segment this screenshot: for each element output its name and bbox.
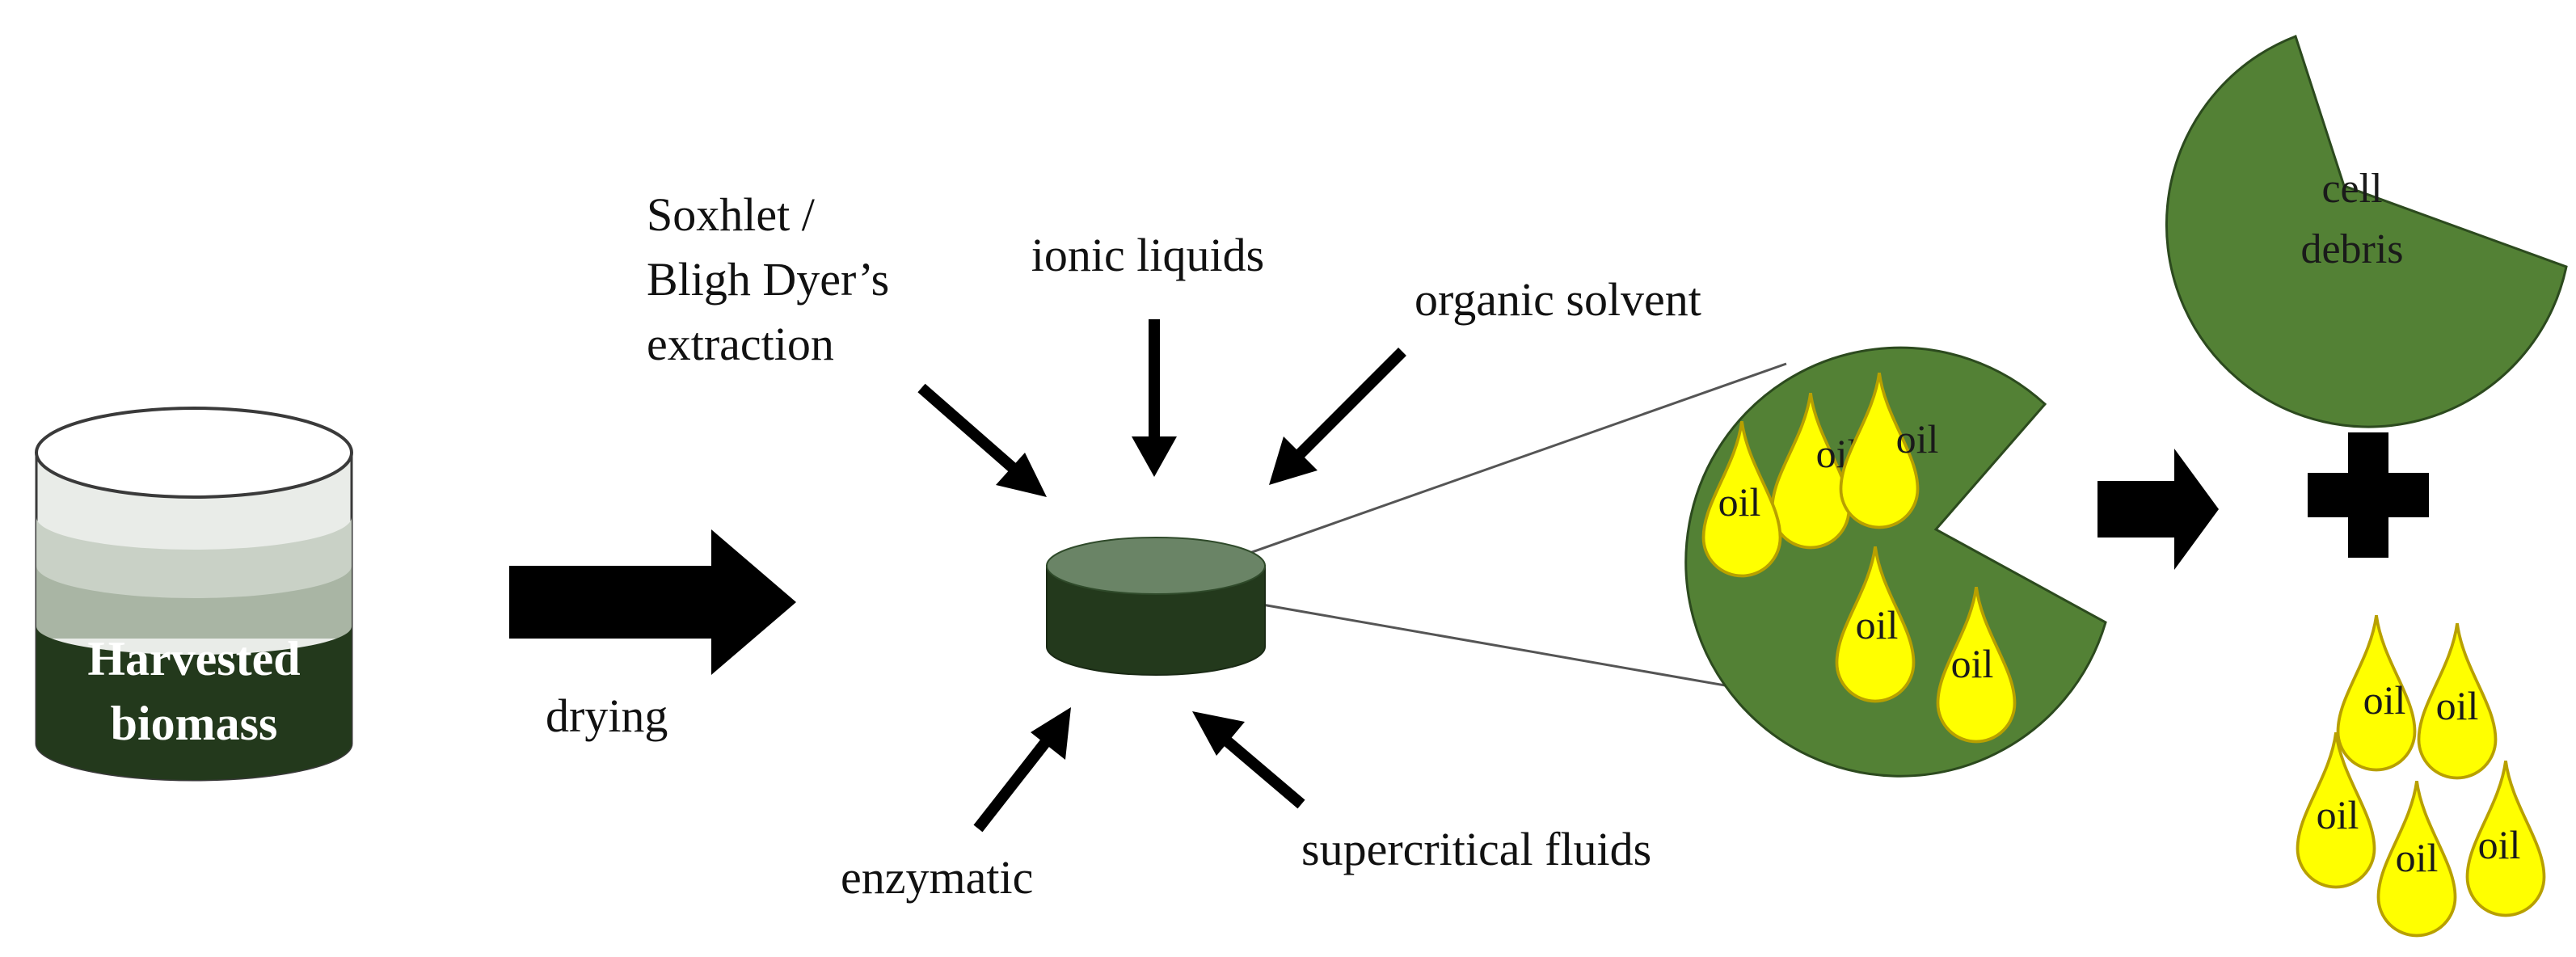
method-enzymatic-label: enzymatic (841, 851, 1033, 904)
plus-icon (2308, 432, 2429, 558)
arrow-enzymatic-icon (973, 707, 1071, 833)
result-arrow-icon (2097, 449, 2219, 570)
svg-text:oil: oil (2363, 677, 2406, 723)
drying-label: drying (546, 689, 668, 742)
svg-text:oil: oil (2396, 835, 2439, 880)
beaker-icon: Harvested biomass (35, 407, 353, 782)
svg-text:oil: oil (2436, 683, 2479, 728)
beaker-label-line2: biomass (111, 697, 278, 750)
cell-debris-icon: cell debris (2165, 35, 2568, 428)
oil-droplet-icon: oil (1839, 371, 1939, 529)
oil-droplet-icon: oil (2465, 759, 2546, 917)
oil-droplet-icon: oil (2296, 731, 2376, 889)
oil-droplet-icon: oil (2376, 779, 2457, 938)
oil-droplet-icon: oil (1835, 545, 1916, 703)
svg-text:oil: oil (1896, 416, 1939, 462)
oil-droplet-icon: oil (2417, 622, 2498, 780)
method-organic-label: organic solvent (1414, 273, 1701, 326)
oil-droplet-icon: oil (1936, 585, 2017, 744)
arrow-soxhlet-icon (917, 383, 1047, 497)
oil-droplet-icon: oil (2336, 613, 2417, 772)
svg-text:debris: debris (2300, 226, 2403, 272)
svg-text:Bligh Dyer’s: Bligh Dyer’s (647, 253, 889, 306)
svg-text:oil: oil (1951, 641, 1994, 686)
beaker-label-line1: Harvested (87, 632, 300, 685)
method-ionic-label: ionic liquids (1031, 229, 1264, 281)
svg-text:extraction: extraction (647, 318, 834, 370)
zoom-lines (1155, 362, 1828, 705)
svg-text:cell: cell (2321, 166, 2382, 212)
oil-droplet-icon: oil (1701, 419, 1782, 578)
cell-oil-droplets: oil oil oil oil oil (1701, 371, 2017, 744)
svg-text:oil: oil (1718, 479, 1761, 525)
biomass-disc-icon (1046, 537, 1266, 676)
free-oil-droplets: oil oil oil oil oil (2296, 613, 2546, 938)
svg-text:oil: oil (1856, 602, 1899, 647)
svg-text:Soxhlet /: Soxhlet / (647, 188, 816, 241)
svg-text:oil: oil (2478, 822, 2521, 867)
arrow-ionic-icon (1132, 319, 1177, 477)
arrow-supercritical-icon (1192, 711, 1305, 809)
method-soxhlet-label: Soxhlet / Bligh Dyer’s extraction (647, 188, 889, 370)
arrow-organic-icon (1269, 348, 1406, 485)
svg-text:oil: oil (2317, 792, 2359, 837)
drying-arrow-icon (509, 529, 796, 675)
method-supercritical-label: supercritical fluids (1301, 823, 1651, 875)
